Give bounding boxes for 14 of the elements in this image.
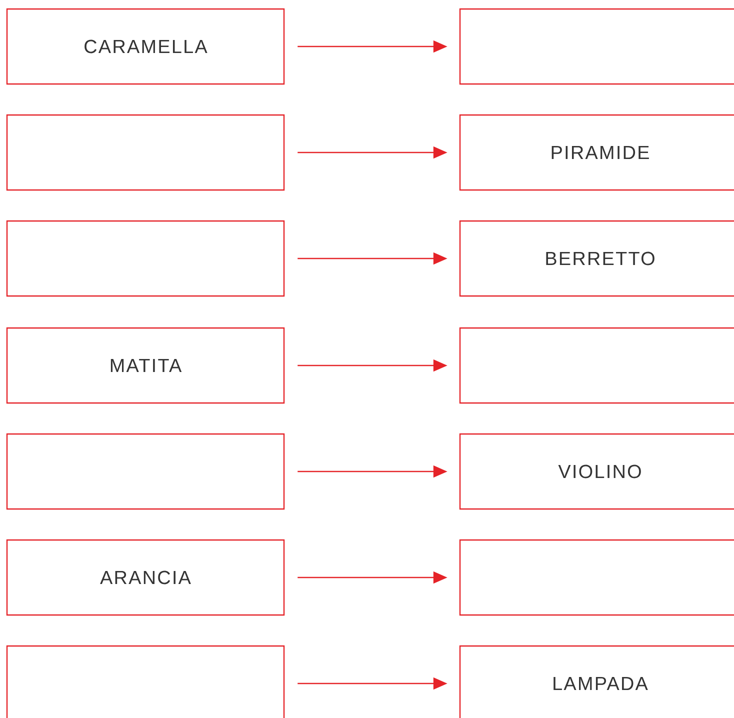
- blank-box: [459, 327, 734, 404]
- word-box: BERRETTO: [459, 220, 734, 297]
- word-box: MATITA: [6, 327, 285, 404]
- blank-box: [459, 8, 734, 85]
- blank-box: [6, 220, 285, 297]
- word-box: ARANCIA: [6, 539, 285, 616]
- word-box: VIOLINO: [459, 433, 734, 510]
- word-box: CARAMELLA: [6, 8, 285, 85]
- word-box: PIRAMIDE: [459, 114, 734, 191]
- blank-box: [6, 645, 285, 718]
- blank-box: [6, 433, 285, 510]
- blank-box: [459, 539, 734, 616]
- blank-box: [6, 114, 285, 191]
- word-box: LAMPADA: [459, 645, 734, 718]
